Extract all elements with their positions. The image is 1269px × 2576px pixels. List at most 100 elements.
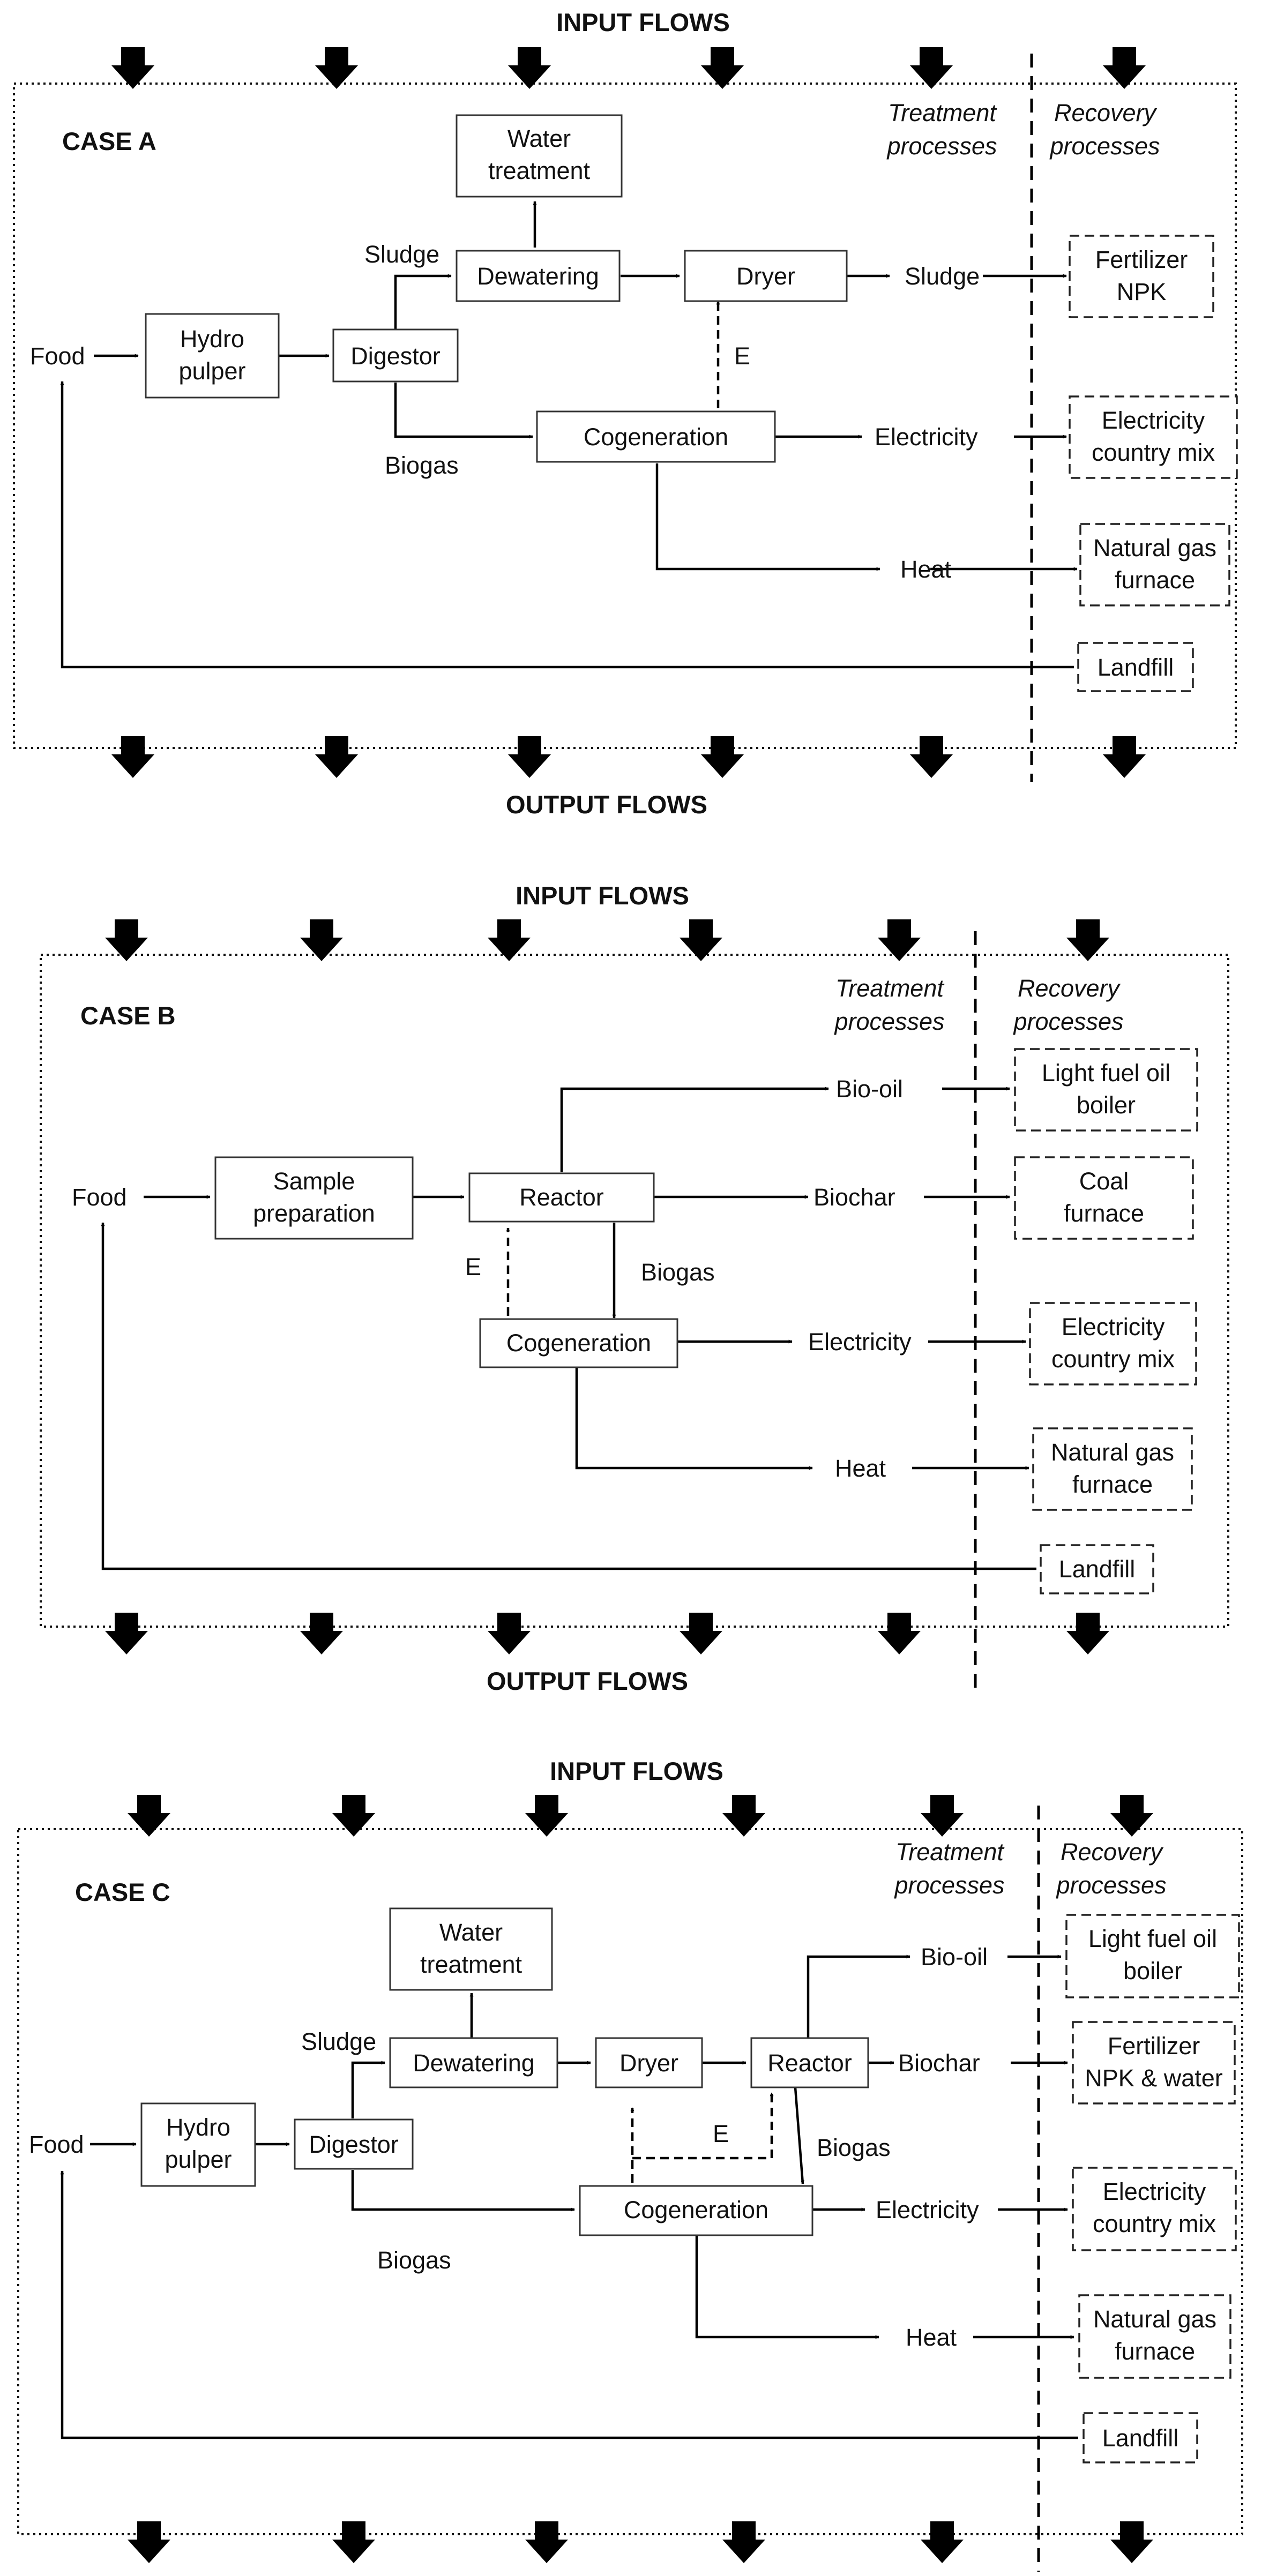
case-b-title: CASE B xyxy=(80,1001,176,1030)
case-a-dryer-box xyxy=(684,250,848,302)
case-c-biogas-arrow xyxy=(351,2170,575,2212)
case-a-input-block-arrow-2 xyxy=(315,47,358,89)
case-c-input-block-arrow-1 xyxy=(128,1795,170,1837)
case-c-output-block-arrow-2 xyxy=(332,2521,375,2563)
case-c-treatment-header-2: processes xyxy=(893,1871,1004,1899)
case-c-output-block-arrow-1 xyxy=(128,2521,170,2563)
case-a-fertilizer-label-1: Fertilizer xyxy=(1095,246,1188,273)
case-c-output-flows-heading: OUTPUT FLOWS xyxy=(521,2573,722,2576)
case-a-recovery-header-2: processes xyxy=(1049,132,1160,160)
case-b-natural-gas-label-1: Natural gas xyxy=(1051,1439,1174,1466)
case-b-recovery-header-1: Recovery xyxy=(1018,975,1121,1002)
case-b-biogas-label: Biogas xyxy=(641,1259,715,1286)
case-b-food-label: Food xyxy=(72,1184,127,1211)
case-a-output-arrows xyxy=(111,736,1146,778)
case-c-heat-out-label: Heat xyxy=(906,2324,957,2351)
case-c-reactor-box xyxy=(750,2037,869,2088)
case-b-recovery-header-2: processes xyxy=(1012,1008,1123,1035)
case-a-dryer-label: Dryer xyxy=(736,263,795,290)
case-c-water-treatment-box xyxy=(389,1907,553,1991)
case-b-output-block-arrow-1 xyxy=(105,1613,148,1654)
case-c-energy-arrow-reactor xyxy=(632,2092,774,2160)
case-c-natural-gas-label-1: Natural gas xyxy=(1093,2305,1216,2333)
case-b-input-block-arrow-6 xyxy=(1066,919,1109,961)
case-b-input-block-arrow-2 xyxy=(300,919,343,961)
case-b-input-block-arrow-1 xyxy=(105,919,148,961)
case-b-cogeneration-box xyxy=(479,1318,678,1368)
case-a-water-treatment-label-2: treatment xyxy=(488,157,591,184)
case-a-biogas-label: Biogas xyxy=(385,452,459,479)
case-a-electricity-mix-label-1: Electricity xyxy=(1102,407,1205,434)
case-b-electricity-mix-label-2: country mix xyxy=(1051,1345,1175,1373)
case-b-output-block-arrow-2 xyxy=(300,1613,343,1654)
case-a-digestor-label: Digestor xyxy=(350,342,441,370)
case-a-landfill-label: Landfill xyxy=(1098,654,1174,681)
case-b-input-block-arrow-3 xyxy=(488,919,531,961)
case-b-sample-prep-label-1: Sample xyxy=(273,1167,355,1195)
case-c-output-block-arrow-3 xyxy=(525,2521,568,2563)
case-b-landfill-box xyxy=(1040,1544,1154,1594)
case-a-treatment-header-2: processes xyxy=(886,132,997,160)
case-b-panel: INPUT FLOWS OUTPUT FLOWS Treatment proce… xyxy=(40,881,1229,1695)
case-a-input-block-arrow-4 xyxy=(701,47,744,89)
case-a-input-block-arrow-6 xyxy=(1103,47,1146,89)
case-a-recovery-header-1: Recovery xyxy=(1054,99,1158,126)
case-b-heat-out-label: Heat xyxy=(835,1455,886,1482)
case-a-output-block-arrow-2 xyxy=(315,736,358,778)
case-a-title: CASE A xyxy=(62,127,156,155)
case-b-landfill-arrow xyxy=(101,1222,1036,1570)
case-a-heat-out-label: Heat xyxy=(900,556,952,583)
case-c-electricity-mix-box xyxy=(1072,2167,1237,2251)
case-c-output-block-arrow-6 xyxy=(1110,2521,1153,2563)
case-a-input-flows-heading: INPUT FLOWS xyxy=(556,8,730,36)
case-b-output-block-arrow-3 xyxy=(488,1613,531,1654)
case-c-biogas-label: Biogas xyxy=(377,2246,451,2274)
case-a-dewatering-box xyxy=(456,250,621,302)
case-a-natural-gas-label-2: furnace xyxy=(1115,566,1195,594)
case-a-cogeneration-label: Cogeneration xyxy=(584,423,728,451)
case-c-natural-gas-label-2: furnace xyxy=(1115,2338,1195,2365)
case-a-cogen-heat-arrow xyxy=(655,463,880,571)
case-b-input-arrows xyxy=(105,919,1109,961)
case-c-output-block-arrow-5 xyxy=(921,2521,964,2563)
case-b-light-fuel-box xyxy=(1014,1048,1198,1132)
case-c-light-fuel-box xyxy=(1065,1914,1240,1998)
case-a-food-label: Food xyxy=(30,342,85,370)
case-c-hydro-pulper-box xyxy=(140,2102,256,2187)
case-c-dryer-label: Dryer xyxy=(619,2049,678,2077)
case-a-hydro-pulper-label-2: pulper xyxy=(178,357,245,385)
case-a-input-arrows xyxy=(111,47,1146,89)
case-a-electricity-mix-label-2: country mix xyxy=(1092,439,1215,466)
case-a-output-block-arrow-1 xyxy=(111,736,154,778)
case-c-sludge-arrow xyxy=(351,2061,385,2118)
case-b-output-block-arrow-5 xyxy=(878,1613,921,1654)
case-a-landfill-arrow xyxy=(60,381,1074,669)
case-a-hydro-pulper-label-1: Hydro xyxy=(180,325,244,353)
case-a-output-block-arrow-3 xyxy=(508,736,551,778)
case-c-cogeneration-label: Cogeneration xyxy=(624,2196,768,2223)
case-c-dewatering-label: Dewatering xyxy=(413,2049,535,2077)
case-c-panel: INPUT FLOWS OUTPUT FLOWS Treatment proce… xyxy=(17,1757,1243,2576)
case-c-biochar-out-label: Biochar xyxy=(898,2049,980,2077)
case-c-hydro-pulper-label-1: Hydro xyxy=(166,2114,230,2141)
case-c-input-block-arrow-2 xyxy=(332,1795,375,1837)
case-b-reactor-biooil-arrow xyxy=(560,1087,829,1172)
case-b-input-block-arrow-5 xyxy=(878,919,921,961)
case-c-cogen-heat-arrow xyxy=(695,2235,879,2339)
case-c-input-arrows xyxy=(128,1795,1153,1837)
case-c-input-block-arrow-5 xyxy=(921,1795,964,1837)
case-c-biooil-out-label: Bio-oil xyxy=(921,1943,988,1971)
case-c-dryer-box xyxy=(595,2037,703,2088)
case-c-recovery-header-1: Recovery xyxy=(1061,1838,1164,1866)
case-c-input-block-arrow-6 xyxy=(1110,1795,1153,1837)
case-a-dewatering-label: Dewatering xyxy=(477,263,599,290)
case-b-e-label: E xyxy=(465,1253,481,1280)
case-c-biogas-reactor-arrow xyxy=(794,2087,805,2184)
case-c-landfill-arrow xyxy=(60,2170,1078,2439)
case-c-sludge-label: Sludge xyxy=(301,2028,376,2055)
case-b-output-block-arrow-4 xyxy=(680,1613,722,1654)
case-b-light-fuel-label-2: boiler xyxy=(1077,1091,1136,1119)
case-c-reactor-label: Reactor xyxy=(767,2049,852,2077)
case-b-cogen-heat-arrow xyxy=(575,1367,813,1470)
